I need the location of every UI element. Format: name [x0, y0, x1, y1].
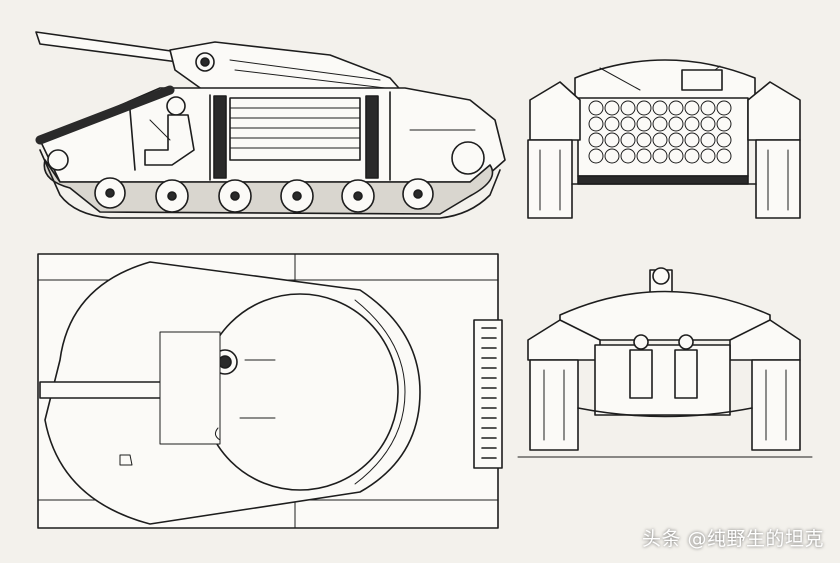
top-rear-grille: [473, 319, 503, 469]
side-crew-figure: [129, 96, 195, 171]
rear-ammo-rack: [588, 100, 732, 164]
rear-view: [527, 59, 801, 219]
side-hull: [39, 87, 506, 183]
front-crew-figures: [629, 334, 698, 399]
top-view: [37, 253, 503, 529]
watermark-text: 头条 @纯野生的坦克: [641, 528, 824, 550]
side-gun-barrel: [35, 31, 179, 63]
side-view: [35, 31, 506, 219]
front-view: [517, 267, 813, 458]
side-casemate: [169, 41, 406, 96]
side-road-wheels: [47, 149, 434, 213]
